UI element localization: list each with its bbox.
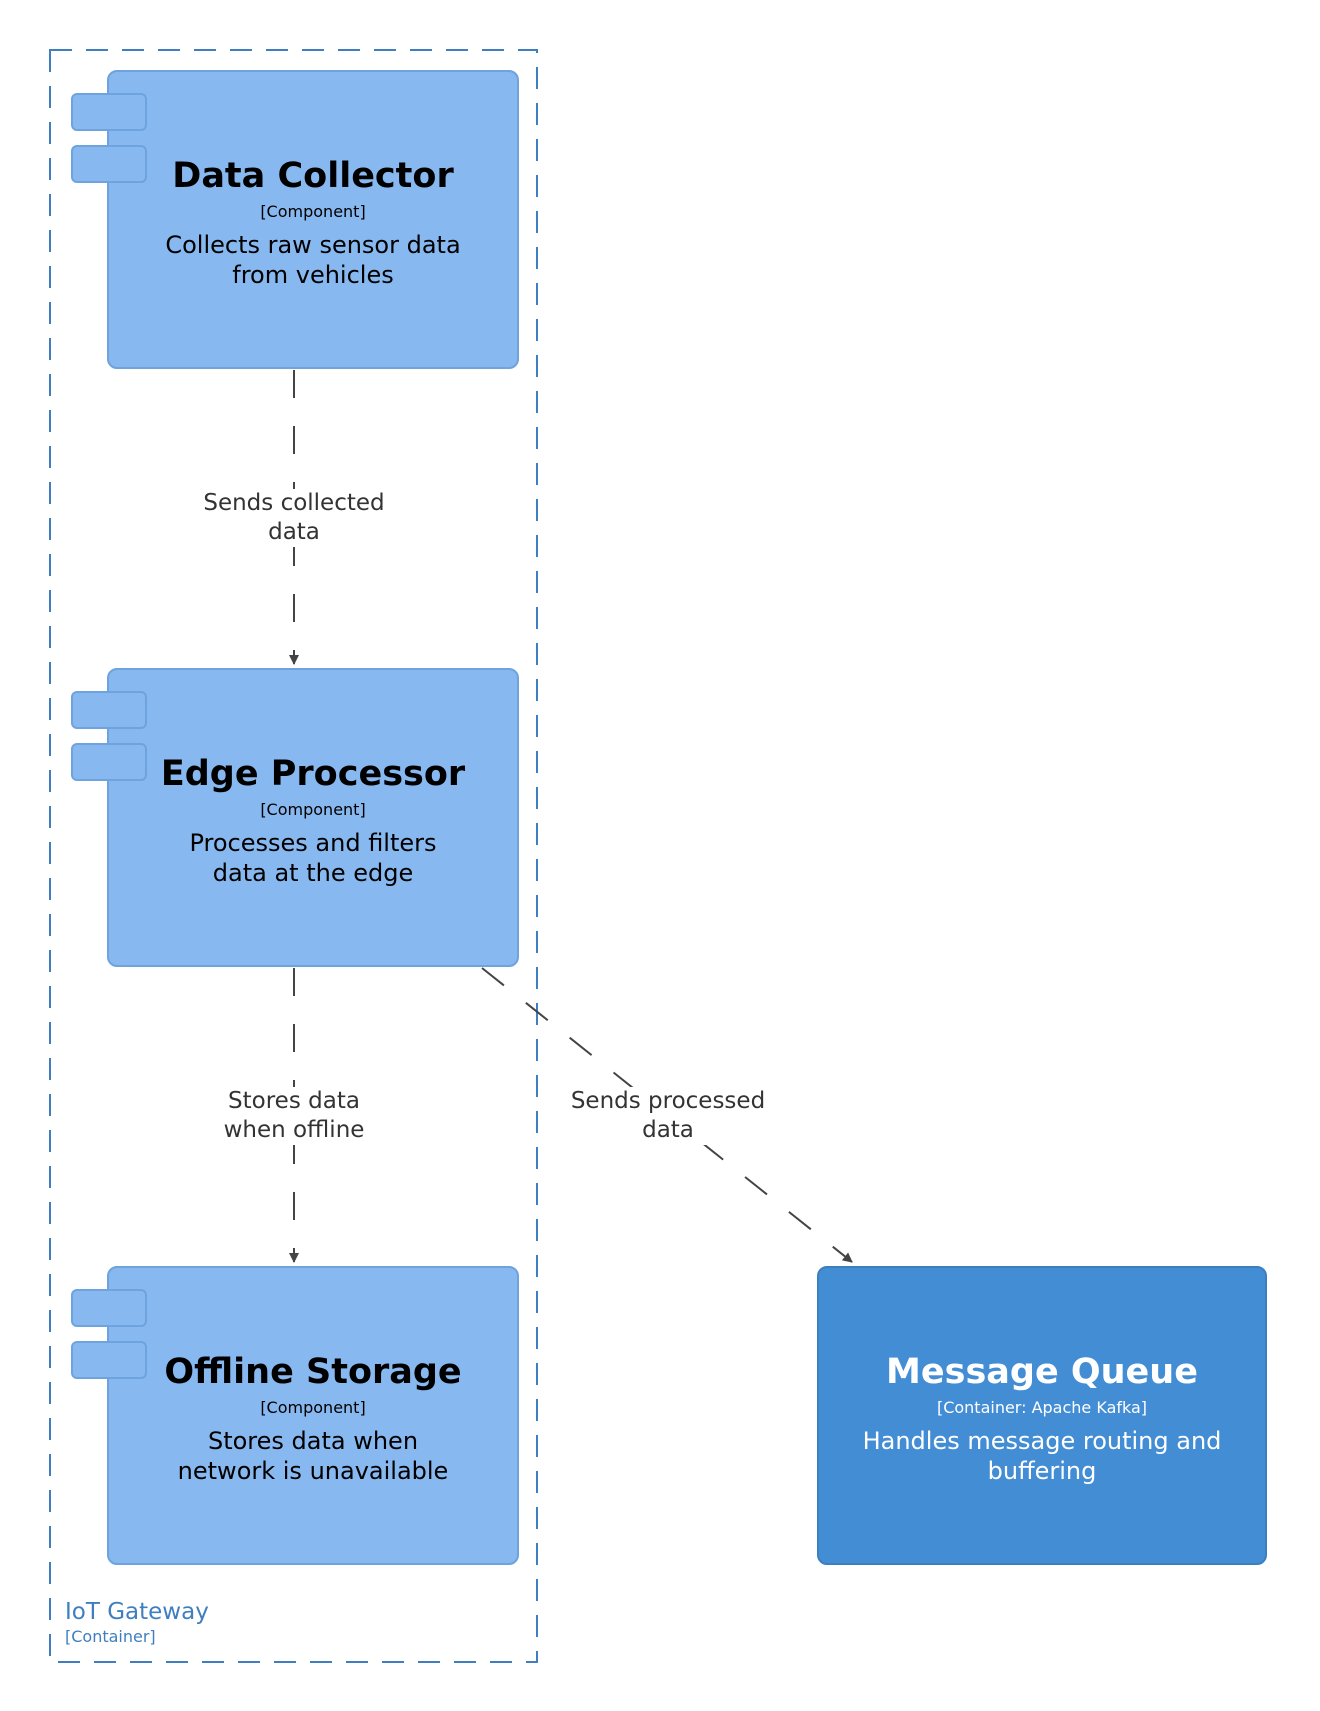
node-type: [Component]	[260, 800, 366, 819]
boundary-type: [Container]	[65, 1627, 156, 1646]
node-type: [Component]	[260, 202, 366, 221]
node-title: Offline Storage	[164, 1352, 462, 1392]
node-title: Message Queue	[886, 1352, 1198, 1392]
component-tab-icon	[71, 743, 147, 781]
node-description: Processes and filters data at the edge	[189, 829, 437, 887]
node-type: [Component]	[260, 1398, 366, 1417]
node-description: Stores data when network is unavailable	[177, 1427, 449, 1485]
offline-storage-node[interactable]: Offline Storage [Component] Stores data …	[71, 1266, 519, 1565]
node-type: [Container: Apache Kafka]	[936, 1398, 1148, 1417]
component-tab-icon	[71, 145, 147, 183]
component-tab-icon	[71, 691, 147, 729]
edge-label-stores-data-when-offline: Stores data when offline	[194, 1087, 394, 1145]
node-title: Data Collector	[172, 156, 454, 196]
message-queue-node[interactable]: Message Queue [Container: Apache Kafka] …	[817, 1266, 1267, 1565]
edge-label-sends-collected-data: Sends collected data	[199, 489, 389, 547]
node-description: Collects raw sensor data from vehicles	[165, 231, 461, 289]
edge-label-sends-processed-data: Sends processed data	[568, 1087, 768, 1145]
data-collector-node[interactable]: Data Collector [Component] Collects raw …	[71, 70, 519, 369]
node-description: Handles message routing and buffering	[862, 1427, 1222, 1485]
iot-gateway-boundary	[49, 49, 538, 1663]
node-title: Edge Processor	[160, 754, 466, 794]
edge-processor-node[interactable]: Edge Processor [Component] Processes and…	[71, 668, 519, 967]
component-tab-icon	[71, 93, 147, 131]
component-tab-icon	[71, 1289, 147, 1327]
component-tab-icon	[71, 1341, 147, 1379]
boundary-name: IoT Gateway	[65, 1599, 209, 1625]
boundary-label: IoT Gateway [Container]	[65, 1598, 209, 1648]
